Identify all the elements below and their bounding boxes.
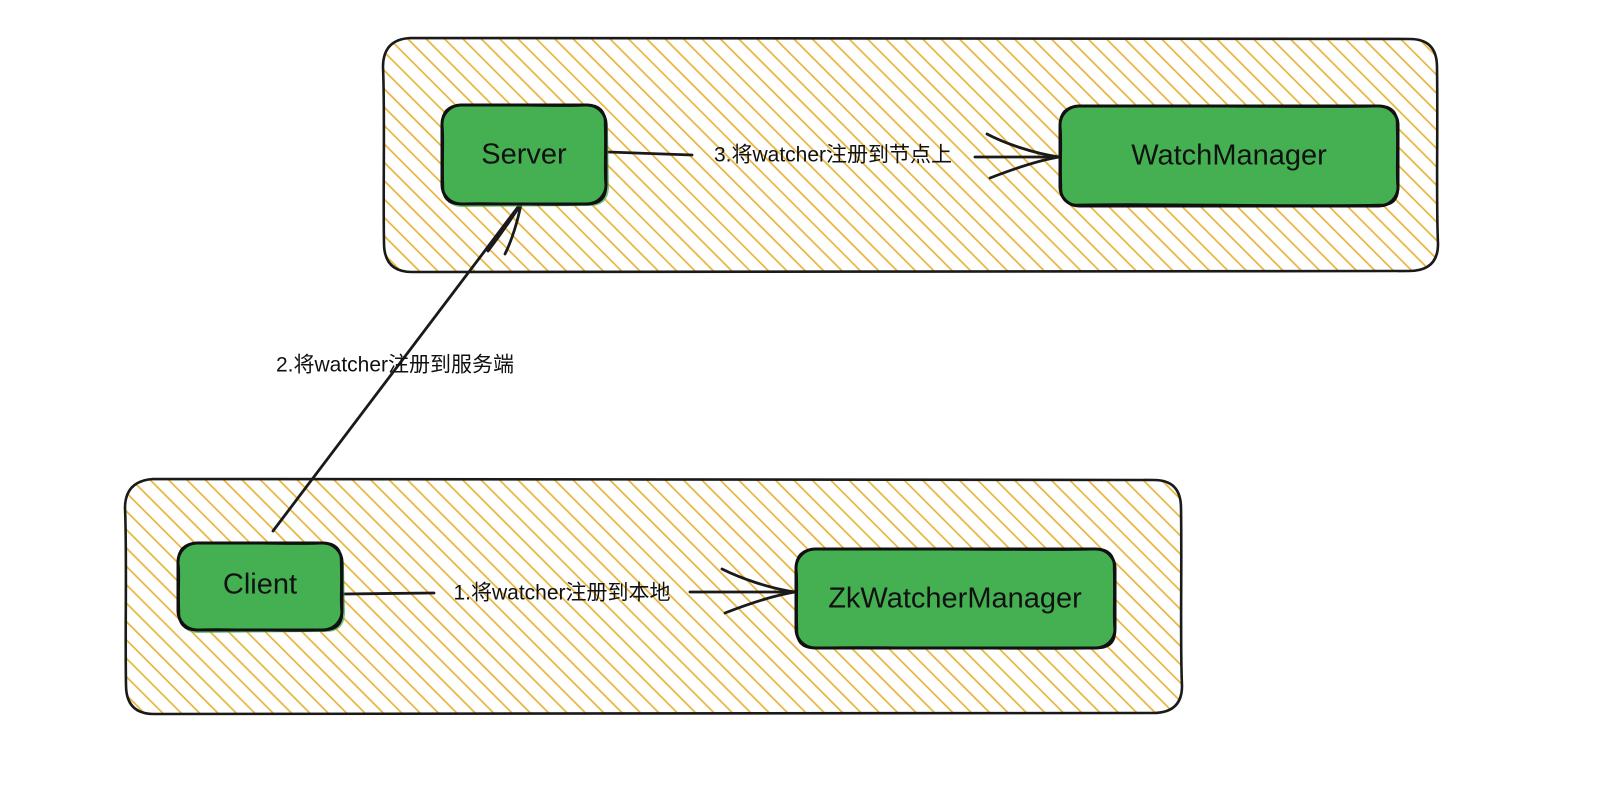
node-zk-watcher-manager[interactable]: ZkWatcherManager <box>794 547 1117 650</box>
node-zk-watcher-manager-body <box>794 547 1117 650</box>
edge-1-arrowhead <box>720 567 797 615</box>
node-client[interactable]: Client <box>176 541 345 633</box>
edge-2-label: 2.将watcher注册到服务端 <box>276 354 514 377</box>
node-client-body <box>176 541 344 632</box>
node-zk-watcher-manager-sketch-outline <box>794 547 1117 650</box>
edge-2-arrowhead <box>486 202 523 256</box>
server-side-group-hatch-fill <box>383 38 1438 272</box>
node-server[interactable]: Server <box>440 103 609 207</box>
edge-1-line-left <box>340 591 436 596</box>
server-side-group[interactable] <box>381 36 1440 274</box>
client-side-group[interactable] <box>123 477 1184 716</box>
edge-2-line <box>271 201 523 533</box>
node-watch-manager[interactable]: WatchManager <box>1058 104 1400 208</box>
server-side-group-border <box>381 36 1440 274</box>
node-server-sketch-outline <box>440 103 608 206</box>
node-server-body <box>440 103 608 206</box>
node-watch-manager-body <box>1058 104 1400 208</box>
client-side-group-hatch-fill <box>125 479 1182 714</box>
edge-3-line-left <box>606 150 694 157</box>
node-watch-manager-sketch-outline <box>1058 104 1400 207</box>
node-client-sketch-outline <box>176 541 344 632</box>
edge-3-arrowhead <box>985 132 1061 180</box>
client-side-group-border <box>123 477 1184 716</box>
